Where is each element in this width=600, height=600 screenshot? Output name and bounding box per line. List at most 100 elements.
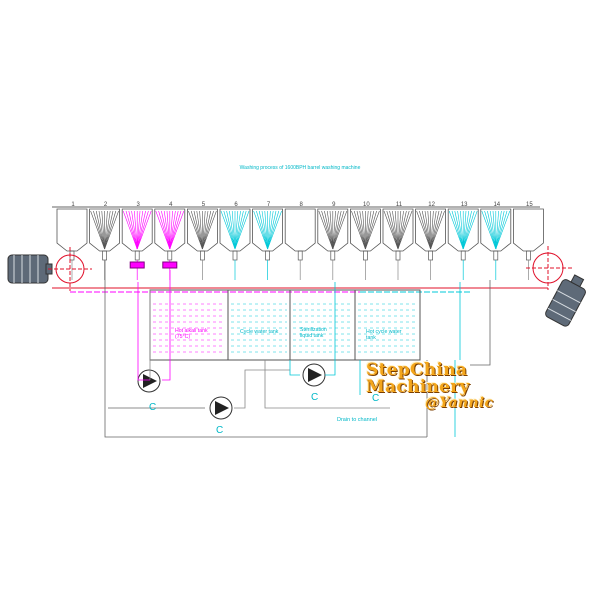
tank-label-hot-alkali: Hot alkali tank (75°C) <box>175 328 208 340</box>
station-9: 9 <box>317 202 349 280</box>
bottle-outline <box>382 208 414 252</box>
spray-line <box>481 210 497 250</box>
pump-icon <box>209 396 233 420</box>
spray-line <box>421 210 431 250</box>
station-11: 11 <box>382 202 414 280</box>
spray-line <box>267 210 280 250</box>
spray-line <box>495 210 499 250</box>
spray-line <box>122 210 138 250</box>
station-5: 5 <box>187 202 218 280</box>
tank-label-sterilization-line1: Sterilization <box>300 327 327 333</box>
watermark-line-2: Machinery <box>366 377 470 397</box>
spray-line <box>104 210 114 250</box>
station-number: 6 <box>234 202 238 208</box>
pump-arrow <box>143 374 157 388</box>
station-3: 3 <box>121 202 153 280</box>
pump-icon <box>302 363 326 387</box>
inlet-bottle-icon <box>7 254 53 284</box>
bottle-neck <box>200 250 205 261</box>
spray-line <box>430 210 443 250</box>
pump-arrow <box>308 368 322 382</box>
station-15: 15 <box>513 202 544 280</box>
spray-line <box>495 210 508 250</box>
bottle-neck <box>460 250 466 261</box>
bottle-neck <box>428 250 433 261</box>
pump-label-4: C <box>372 393 379 404</box>
bottle-neck <box>102 250 107 261</box>
bottle-neck <box>363 250 368 261</box>
spray-line <box>454 210 464 250</box>
tank-hot-alkali <box>149 289 229 361</box>
watermark-line-3: @Yannic <box>425 395 494 411</box>
bottle-outline <box>480 208 512 252</box>
station-number: 2 <box>104 202 108 208</box>
spray-line <box>397 210 410 250</box>
spray-line <box>163 210 171 250</box>
bottle-outline <box>252 208 283 252</box>
spray-line <box>462 210 470 250</box>
spray-line <box>226 210 236 250</box>
spray-line <box>101 210 105 250</box>
spray-line <box>492 210 497 250</box>
spray-line <box>104 210 111 250</box>
spray-line <box>394 210 399 250</box>
spray-line <box>365 210 369 250</box>
station-1: 1 <box>56 202 88 280</box>
station-number: 5 <box>202 202 206 208</box>
bottle-outline <box>350 208 381 252</box>
station-10: 10 <box>350 202 381 280</box>
spray-line <box>202 210 209 250</box>
spray-line <box>332 210 336 250</box>
spray-line <box>460 210 464 250</box>
bottle-neck <box>526 250 531 261</box>
station-number: 3 <box>137 202 141 208</box>
spray-line <box>397 210 404 250</box>
spray-line <box>430 210 440 250</box>
spray-line <box>169 210 182 250</box>
spray-line <box>365 210 377 250</box>
tank-label-sterilization: Sterilization liquid tank <box>300 327 327 339</box>
spray-line <box>487 210 497 250</box>
spray-line <box>324 210 334 250</box>
spray-line <box>365 210 380 250</box>
spray-line <box>234 210 239 250</box>
tank-sterilization <box>289 289 356 361</box>
tank-label-hot-alkali-line2: (75°C) <box>175 334 191 340</box>
spray-line <box>104 210 108 250</box>
bottle-neck <box>297 250 303 261</box>
bottle-neck <box>330 250 336 261</box>
tank-hot-cycle-water <box>354 289 421 361</box>
spray-line <box>318 210 334 250</box>
spray-line <box>90 210 105 250</box>
spray-line <box>495 210 502 250</box>
spray-line <box>267 210 274 250</box>
pump-arrow <box>215 401 229 415</box>
station-number: 12 <box>428 202 435 208</box>
spray-line <box>397 210 413 250</box>
spray-line <box>430 210 437 250</box>
spray-line <box>326 210 334 250</box>
spray-line <box>457 210 464 250</box>
return-piping <box>104 260 491 438</box>
spray-line <box>104 210 117 250</box>
bottle-neck <box>395 250 401 261</box>
bottle-neck <box>167 250 173 261</box>
spray-line <box>430 210 445 250</box>
spray-line <box>169 210 176 250</box>
bottle-outline <box>415 208 446 252</box>
bottle-outline <box>187 208 218 252</box>
station-number: 1 <box>71 202 75 208</box>
spray-line <box>484 210 497 250</box>
bottle-outline <box>317 208 349 252</box>
spray-line <box>329 210 334 250</box>
bottle-neck <box>265 250 270 261</box>
spray-line <box>231 210 236 250</box>
spray-line <box>448 210 464 250</box>
spray-line <box>98 210 105 250</box>
spray-line <box>128 210 138 250</box>
bottle-neck <box>232 250 238 261</box>
spray-line <box>462 210 478 250</box>
spray-line <box>359 210 366 250</box>
station-number: 10 <box>363 202 370 208</box>
spray-line <box>451 210 464 250</box>
